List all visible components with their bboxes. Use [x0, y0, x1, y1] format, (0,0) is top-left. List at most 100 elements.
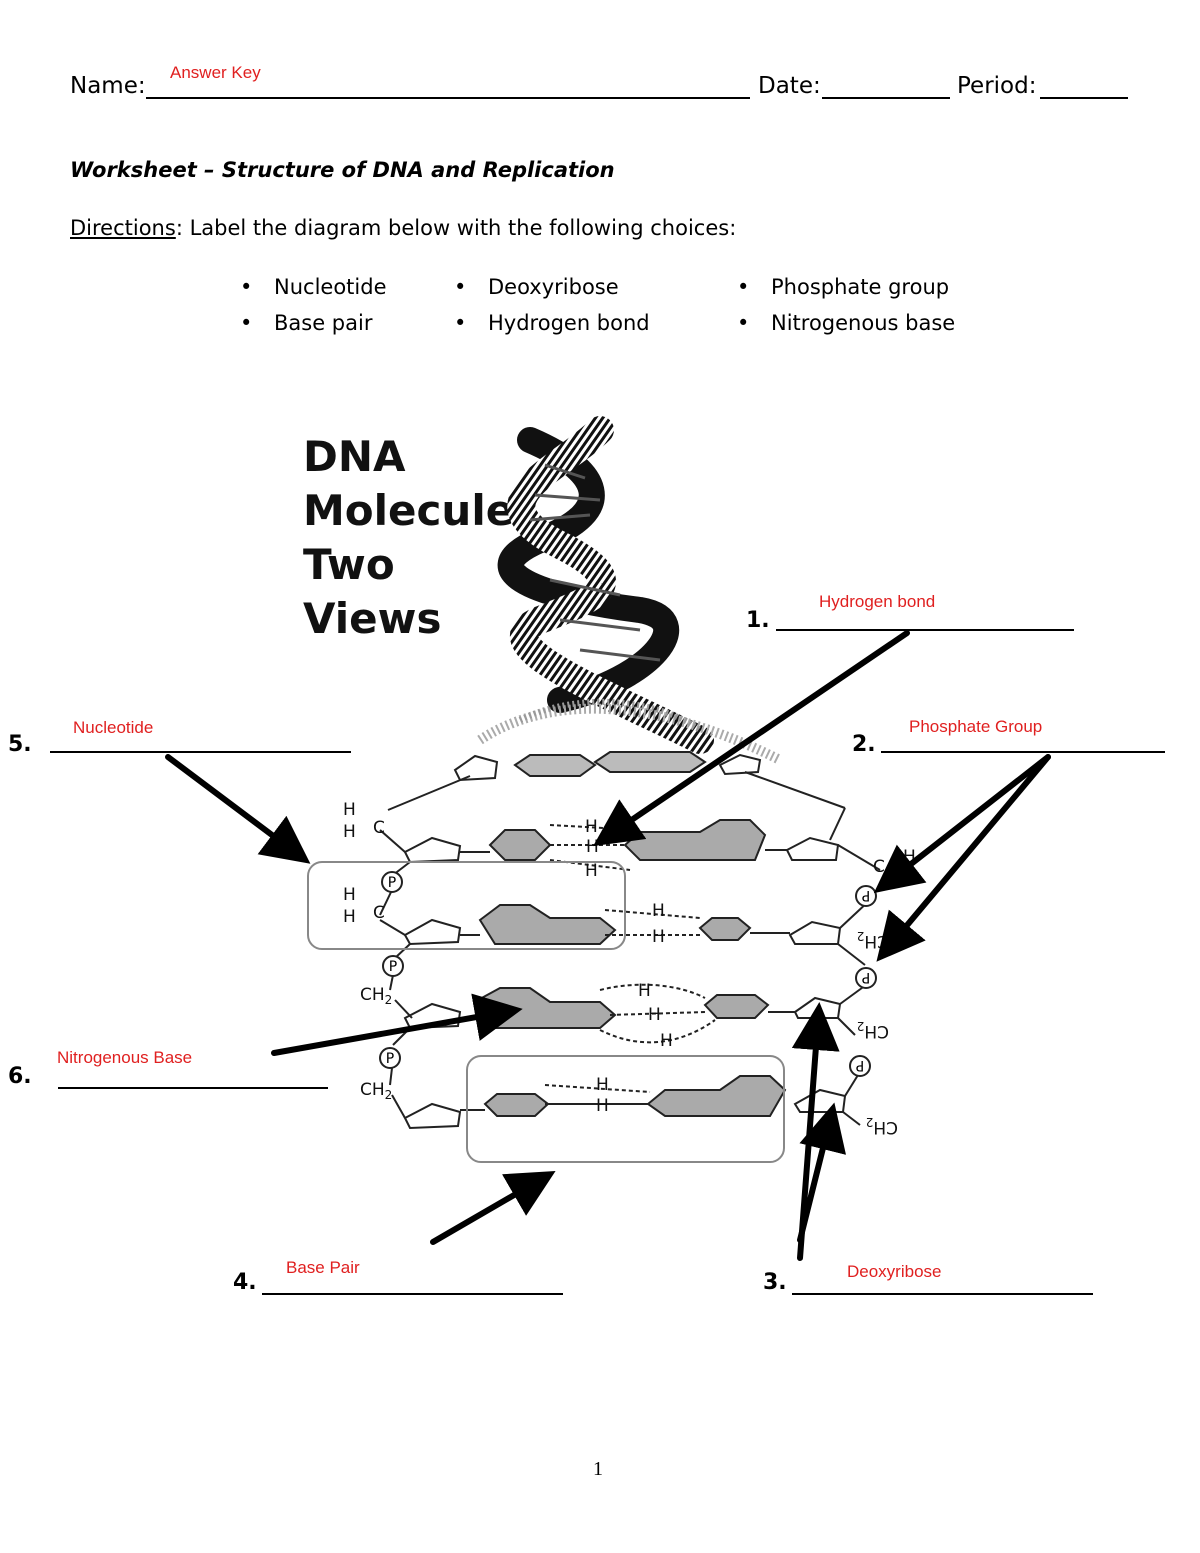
- answer-5: Nucleotide: [73, 718, 154, 737]
- answer-line-6[interactable]: [58, 1087, 328, 1089]
- directions-label: Directions: [70, 216, 176, 240]
- base-row-2: [403, 904, 842, 946]
- atom-h: H: [585, 817, 598, 837]
- directions-text: : Label the diagram below with the follo…: [175, 216, 737, 240]
- bullet-icon: •: [454, 311, 467, 335]
- name-line[interactable]: [146, 97, 750, 99]
- arrow-2a: [873, 754, 1051, 894]
- base-row-1: [403, 819, 840, 864]
- answer-line-4[interactable]: [262, 1293, 563, 1295]
- phosphate-letter: P: [862, 887, 870, 903]
- worksheet-title: Worksheet – Structure of DNA and Replica…: [70, 158, 615, 182]
- nucleotide-box: [307, 861, 626, 950]
- label-number-6: 6.: [8, 1064, 32, 1089]
- arrow-1: [593, 630, 910, 847]
- atom-h: H: [638, 981, 651, 1001]
- atom-labels: H H C H H C CH2 CH2 H H H H H H H H H H …: [343, 800, 916, 1137]
- answer-line-2[interactable]: [881, 751, 1165, 753]
- answer-line-1[interactable]: [776, 629, 1074, 631]
- dna-title-line: Two: [303, 540, 395, 589]
- atom-h: H: [586, 837, 599, 857]
- base-row-4: [403, 1075, 847, 1130]
- atom-c: C: [873, 857, 885, 877]
- atom-h: H: [648, 1005, 661, 1025]
- phosphate-icon: [381, 871, 403, 893]
- page-number: 1: [593, 1458, 603, 1480]
- atom-h: H: [596, 1075, 609, 1095]
- atom-c: C: [373, 903, 385, 923]
- directions: Directions: Label the diagram below with…: [70, 216, 736, 240]
- atom-h: H: [343, 822, 356, 842]
- phosphate-letter: P: [856, 1057, 864, 1073]
- answer-1: Hydrogen bond: [819, 592, 936, 611]
- bullet-icon: •: [737, 311, 750, 335]
- sugar-phosphate-backbone: [379, 829, 881, 1126]
- label-arrows: [165, 630, 1051, 1261]
- label-number-3: 3.: [763, 1270, 787, 1295]
- bullet-icon: •: [737, 275, 750, 299]
- phosphate-letters: P P P P P P: [386, 875, 870, 1073]
- label-number-2: 2.: [852, 732, 876, 757]
- period-line[interactable]: [1040, 97, 1128, 99]
- phosphate-icon: [855, 885, 877, 907]
- base-row-3: [403, 987, 842, 1030]
- label-number-4: 4.: [233, 1270, 257, 1295]
- choice-nitrogenous-base: •Nitrogenous base: [737, 311, 956, 335]
- date-label: Date:: [758, 73, 821, 99]
- phosphate-icon: [382, 955, 404, 977]
- phosphate-letter: P: [389, 959, 397, 975]
- period-label: Period:: [957, 73, 1037, 99]
- answer-2: Phosphate Group: [909, 717, 1043, 736]
- atom-ch2: CH2: [360, 985, 392, 1007]
- atom-ch2: CH2: [866, 1115, 898, 1137]
- label-number-1: 1.: [746, 608, 770, 633]
- phosphate-letter: P: [388, 875, 396, 891]
- atom-h: H: [585, 861, 598, 881]
- date-line[interactable]: [822, 97, 950, 99]
- dna-title-line: DNA: [303, 432, 406, 481]
- atom-h: H: [343, 885, 356, 905]
- arrow-3b: [797, 1102, 847, 1243]
- atom-ch2: CH2: [857, 1019, 889, 1041]
- label-number-5: 5.: [8, 732, 32, 757]
- hydrogen-bond-lines: [544, 824, 716, 1105]
- phosphate-letter: P: [862, 969, 870, 985]
- choice-phosphate-group: •Phosphate group: [737, 275, 950, 299]
- answer-3: Deoxyribose: [847, 1262, 942, 1281]
- phosphate-circles: [379, 871, 877, 1077]
- name-answer: Answer Key: [170, 63, 261, 82]
- atom-h: H: [652, 927, 665, 947]
- atom-h: H: [343, 800, 356, 820]
- name-label: Name:: [70, 73, 146, 99]
- bullet-icon: •: [240, 311, 253, 335]
- choice-hydrogen-bond: •Hydrogen bond: [454, 311, 650, 335]
- arrow-6: [271, 993, 523, 1056]
- base-pair-box: [466, 1055, 785, 1163]
- atom-h: H: [596, 1096, 609, 1116]
- atom-ch2: CH2: [857, 929, 889, 951]
- dna-title: DNA Molecule: Two Views: [303, 430, 531, 646]
- arrow-5: [165, 754, 311, 864]
- dna-title-line: Molecule:: [303, 486, 532, 535]
- answer-line-3[interactable]: [792, 1293, 1093, 1295]
- answer-line-5[interactable]: [50, 751, 351, 753]
- atom-c: C: [373, 818, 385, 838]
- double-helix-icon: [477, 416, 783, 765]
- arrow-2b: [876, 754, 1051, 962]
- answer-4: Base Pair: [286, 1258, 360, 1277]
- choice-nucleotide: •Nucleotide: [240, 275, 387, 299]
- phosphate-letter: P: [386, 1051, 394, 1067]
- phosphate-icon: [849, 1055, 871, 1077]
- atom-h: H: [660, 1031, 673, 1051]
- choice-base-pair: •Base pair: [240, 311, 373, 335]
- bullet-icon: •: [454, 275, 467, 299]
- atom-ch2: CH2: [360, 1080, 392, 1102]
- atom-h: H: [343, 907, 356, 927]
- dna-title-line: Views: [303, 594, 442, 643]
- top-base-row: [453, 751, 762, 782]
- phosphate-icon: [855, 967, 877, 989]
- bullet-icon: •: [240, 275, 253, 299]
- answer-6: Nitrogenous Base: [57, 1048, 193, 1067]
- choice-deoxyribose: •Deoxyribose: [454, 275, 619, 299]
